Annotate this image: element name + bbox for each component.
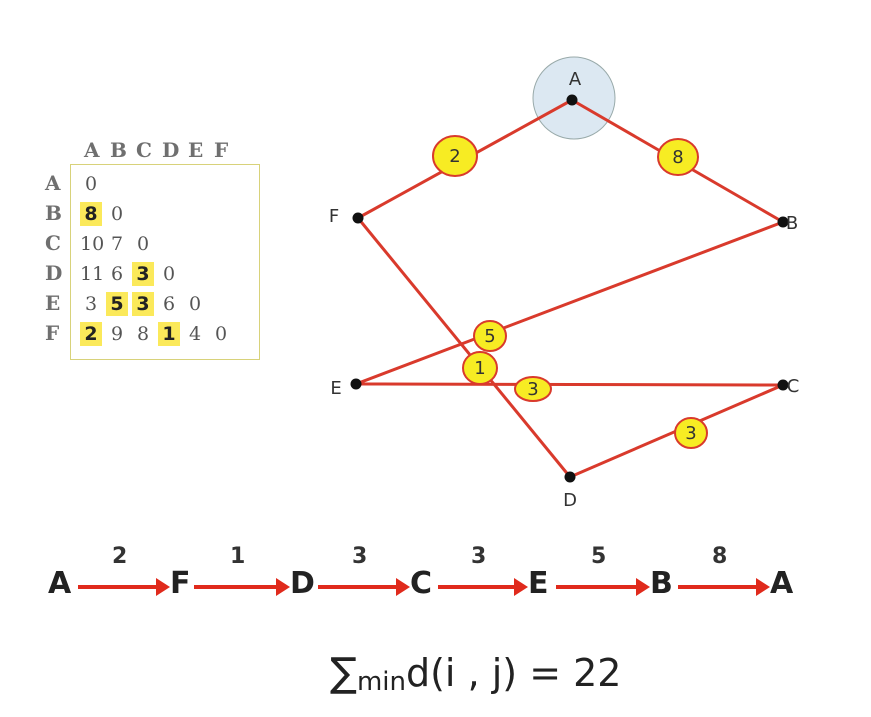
matrix-cell: 4 [188, 323, 202, 345]
sigma-symbol: ∑ [330, 650, 357, 696]
tour-path: A F D C E B A 2 1 3 3 5 8 [40, 540, 840, 610]
matrix-border [70, 164, 260, 360]
edge-weight-label: 1 [474, 358, 485, 379]
matrix-cell: 9 [110, 323, 124, 345]
graph-node-label: E [330, 378, 341, 399]
tour-node: E [528, 566, 549, 601]
edge-weight-badge [514, 376, 552, 402]
matrix-cell: 7 [110, 233, 124, 255]
matrix-cell: 3 [84, 293, 98, 315]
matrix-row-header: E [45, 291, 61, 315]
graph-node [564, 471, 576, 483]
graph-node [566, 94, 578, 106]
matrix-cell: 0 [84, 173, 98, 195]
tour-arrow [78, 578, 170, 596]
matrix-cell: 0 [188, 293, 202, 315]
total-cost-formula: ∑mind(i , j) = 22 [330, 650, 621, 697]
edge-weight-badge [657, 138, 699, 176]
matrix-row-header: C [45, 231, 61, 255]
tour-node: C [410, 566, 433, 601]
graph-node-label: F [329, 206, 339, 227]
matrix-cell-highlighted: 8 [80, 202, 102, 226]
tour-arrow [556, 578, 650, 596]
tour-arrow [194, 578, 290, 596]
graph-node [777, 216, 789, 228]
matrix-cell: 0 [214, 323, 228, 345]
tour-edge-weight: 8 [712, 544, 728, 569]
graph-node [777, 379, 789, 391]
graph-node [352, 212, 364, 224]
tour-edge-weight: 2 [112, 544, 128, 569]
tour-node: A [770, 566, 794, 601]
tour-node: B [650, 566, 673, 601]
tsp-graph: 2 8 1 5 3 3 A B C D E F [329, 56, 800, 511]
matrix-row-header: F [45, 321, 60, 345]
matrix-cell: 6 [110, 263, 124, 285]
edge-weight-label: 5 [484, 326, 495, 347]
matrix-cell-highlighted: 5 [106, 292, 128, 316]
matrix-cell: 10 [80, 233, 105, 255]
graph-edge [356, 217, 572, 478]
matrix-cell-highlighted: 2 [80, 322, 102, 346]
tour-arrow [318, 578, 410, 596]
sigma-subscript: min [356, 667, 406, 697]
graph-edge [355, 220, 784, 386]
tour-edge-weight: 5 [591, 544, 607, 569]
edge-weight-label: 2 [449, 146, 460, 167]
tour-arrow [438, 578, 528, 596]
matrix-cell: 0 [136, 233, 150, 255]
matrix-cell: 6 [162, 293, 176, 315]
matrix-cell: 11 [80, 263, 105, 285]
edge-weight-label: 3 [685, 423, 696, 444]
tour-node: F [170, 566, 191, 601]
graph-edge [355, 382, 784, 387]
edge-weight-badge [462, 351, 498, 385]
edge-weight-badge [432, 135, 478, 177]
graph-node-label: A [569, 69, 582, 90]
matrix-cell-highlighted: 3 [132, 292, 154, 316]
edge-weight-label: 8 [672, 147, 683, 168]
matrix-row-header: B [45, 201, 62, 225]
matrix-col-header: C [136, 138, 152, 162]
matrix-cell: 8 [136, 323, 150, 345]
edge-weight-badge [674, 417, 708, 449]
graph-node-label: B [786, 213, 798, 234]
matrix-cell: 0 [110, 203, 124, 225]
tour-node: A [48, 566, 72, 601]
tour-edge-weight: 1 [230, 544, 246, 569]
edge-weight-badge [473, 320, 507, 352]
graph-node-label: D [563, 490, 577, 511]
edge-weight-label: 3 [527, 379, 538, 400]
tour-edge-weight: 3 [471, 544, 487, 569]
matrix-col-header: D [162, 138, 180, 162]
tour-arrow [678, 578, 770, 596]
matrix-row-header: A [45, 171, 61, 195]
formula-expression: d(i , j) = 22 [405, 651, 622, 695]
matrix-col-header: B [110, 138, 127, 162]
graph-node [350, 378, 362, 390]
matrix-row-header: D [45, 261, 63, 285]
matrix-cell-highlighted: 1 [158, 322, 180, 346]
matrix-col-header: A [84, 138, 100, 162]
matrix-col-header: F [214, 138, 229, 162]
matrix-col-header: E [188, 138, 204, 162]
tour-node: D [290, 566, 315, 601]
graph-node-label: C [787, 376, 800, 397]
matrix-cell-highlighted: 3 [132, 262, 154, 286]
matrix-cell: 0 [162, 263, 176, 285]
tour-edge-weight: 3 [352, 544, 368, 569]
